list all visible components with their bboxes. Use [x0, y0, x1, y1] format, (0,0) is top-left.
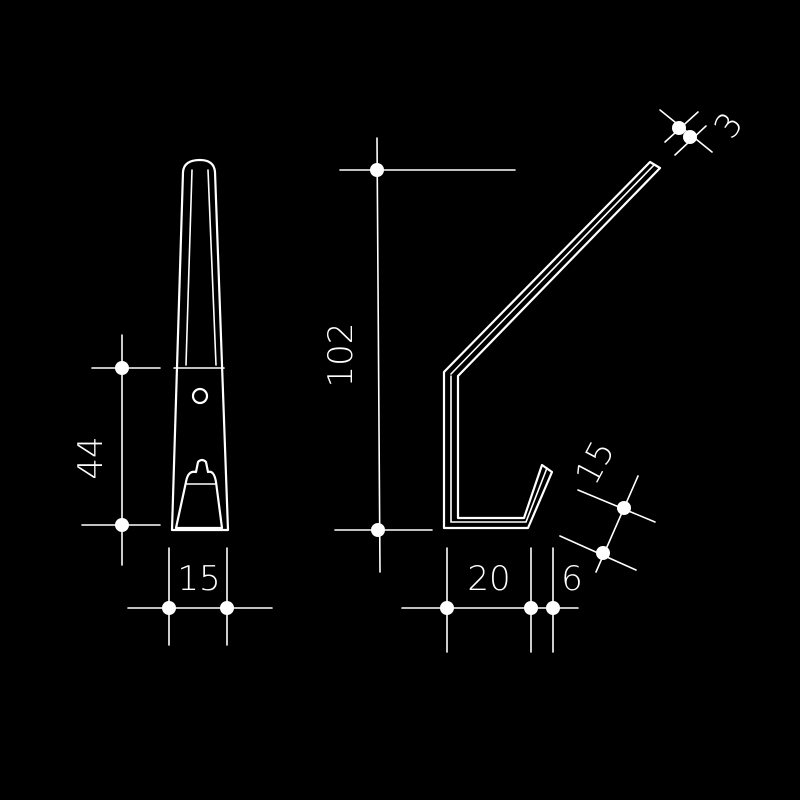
front-view-inner-edge	[185, 169, 217, 366]
dim-15-label: 15	[177, 559, 220, 599]
front-view-bracket	[174, 458, 224, 530]
dim-102-label: 102	[321, 323, 361, 388]
dim-44-marker-top	[115, 361, 129, 375]
screw-hole	[191, 387, 209, 405]
dim-lip-marker-lower	[596, 546, 610, 560]
dim-20-marker-right	[524, 601, 538, 615]
dim-15-marker-right	[220, 601, 234, 615]
dim-3-marker-b	[683, 130, 697, 144]
dim-6-label: 6	[561, 559, 583, 599]
dim-lip-marker-upper	[617, 501, 631, 515]
dim-102-marker-bottom	[371, 523, 385, 537]
dim-3-line	[659, 109, 713, 153]
front-view-outline	[170, 158, 230, 532]
hook-outline-outer	[442, 160, 662, 530]
dim-3-marker-a	[672, 121, 686, 135]
front-view: 44 15	[71, 158, 273, 646]
dim-102-marker-top	[370, 163, 384, 177]
dim-20-label: 20	[467, 559, 510, 599]
dim-3-label: 3	[706, 105, 751, 146]
dim-15-marker-left	[162, 601, 176, 615]
dim-44-marker-bottom	[115, 518, 129, 532]
dim-102-line	[376, 137, 381, 573]
dim-6-marker-right	[546, 601, 560, 615]
dim-angle-label: 15	[567, 434, 623, 491]
dim-20-marker-left	[440, 601, 454, 615]
side-view: 102 20 6 15 3	[321, 105, 752, 653]
hook-outline-inner	[450, 164, 655, 523]
dim-44-label: 44	[71, 436, 111, 479]
dim-lip-extension-upper	[577, 489, 656, 523]
